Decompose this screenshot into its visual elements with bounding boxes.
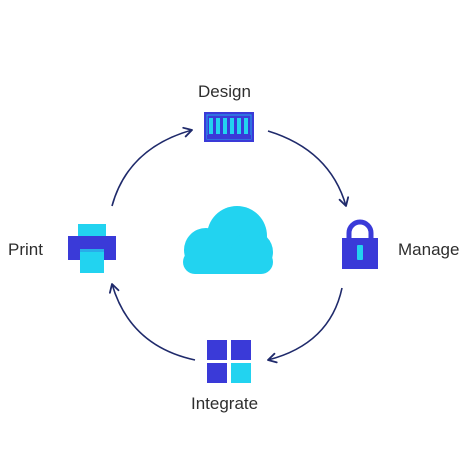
printer-icon [68, 224, 116, 273]
print-label: Print [8, 240, 43, 259]
arrow-manage-to-integrate [267, 287, 343, 364]
lock-icon [342, 219, 378, 269]
integrate-label: Integrate [191, 394, 259, 413]
barcode-icon [204, 112, 254, 142]
arrow-design-to-manage [267, 130, 350, 207]
arrow-print-to-design [111, 126, 193, 207]
design-label: Design [198, 82, 251, 101]
grid-icon [207, 340, 251, 383]
arrow-integrate-to-print [108, 283, 196, 361]
manage-label: Manage [398, 240, 460, 259]
cloud-icon [183, 206, 273, 274]
